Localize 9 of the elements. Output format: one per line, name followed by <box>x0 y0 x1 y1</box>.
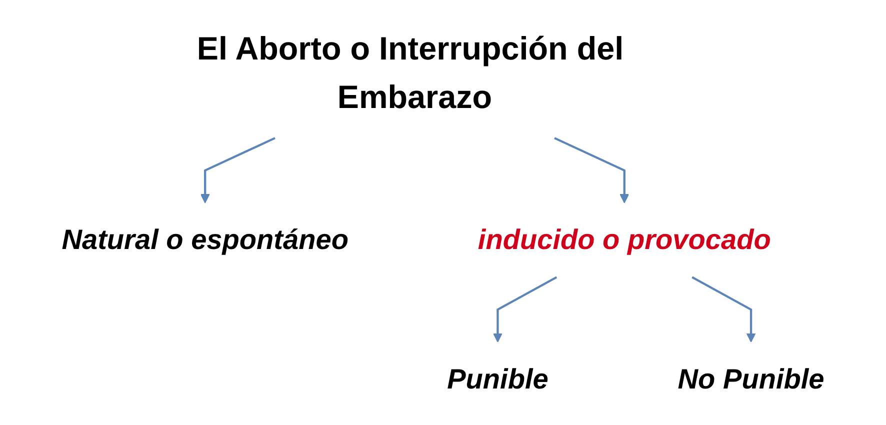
arrow <box>554 137 630 204</box>
node-text: inducido o provocado <box>478 223 771 256</box>
node-text: Natural o espontáneo <box>62 223 348 256</box>
node-text: Punible <box>447 362 548 395</box>
arrow <box>200 137 276 204</box>
arrow <box>492 276 558 342</box>
node-text: No Punible <box>678 362 824 395</box>
node-text: El Aborto o Interrupción del Embarazo <box>196 31 624 116</box>
arrow <box>692 276 756 342</box>
